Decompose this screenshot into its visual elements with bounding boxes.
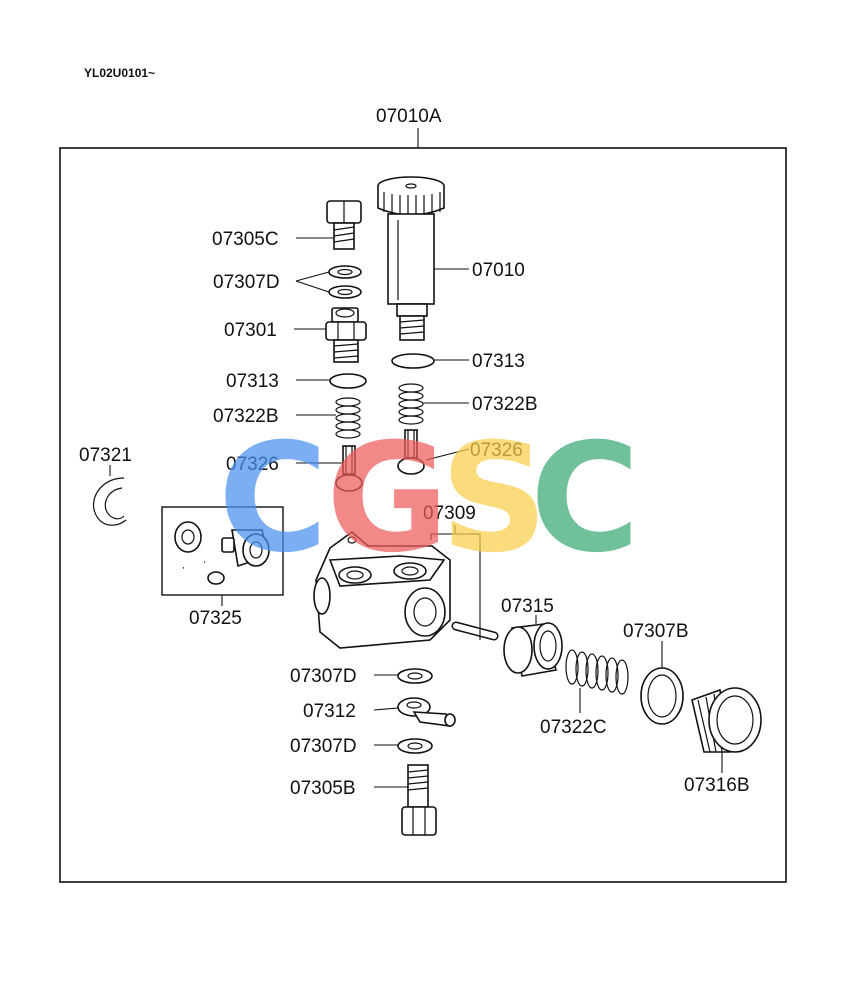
assembly-frame [59,147,787,883]
label-07307b: 07307B [623,621,689,642]
pin-drawing [451,621,499,641]
banjo-07312-drawing [397,697,456,727]
label-07301: 07301 [224,320,277,341]
watermark-letter-1: C [218,412,328,586]
watermark-letter-2: G [326,412,449,586]
label-07305b: 07305B [290,778,356,799]
spring-07322c-drawing [565,649,629,695]
spring-07322b-left-drawing [335,397,361,439]
oring-07313-right-drawing [391,353,435,369]
label-07316b: 07316B [684,775,750,796]
assembly-label: 07010A [376,106,442,127]
snap-ring-07321-drawing [92,477,127,526]
label-07326-right: 07326 [470,440,523,461]
oring-07313-left-drawing [329,373,367,389]
label-07326-left: 07326 [226,454,279,475]
label-07322c: 07322C [540,717,607,738]
label-07325: 07325 [189,608,242,629]
plug-07316b-drawing [691,687,762,753]
sleeve-07315-drawing [503,622,563,677]
label-07313-left: 07313 [226,371,279,392]
gasket-07307b-drawing [640,667,684,725]
label-07307d-mid: 07307D [290,666,357,687]
spring-07322b-right-drawing [398,383,424,425]
label-07010: 07010 [472,260,525,281]
housing-07309-drawing [313,530,451,649]
label-07305c: 07305C [212,229,279,250]
valve-07326-right-drawing [397,429,425,475]
label-07321: 07321 [79,445,132,466]
leader-lines [109,237,723,788]
watermark-logo: C G S C [218,412,640,586]
label-07312: 07312 [303,701,356,722]
watermark-letter-3: S [440,412,548,586]
watermark-letter-4: C [530,412,640,586]
label-07307d-low: 07307D [290,736,357,757]
bolt-07305c-drawing [326,200,362,250]
label-07307d-top: 07307D [213,272,280,293]
label-07313-right: 07313 [472,351,525,372]
priming-pump-07010-drawing [377,176,445,341]
kit-07325-drawing [161,506,284,596]
washer-07307d-low-drawing [397,738,433,754]
label-07315: 07315 [501,596,554,617]
label-07322b-left: 07322B [213,406,279,427]
document-code: YL02U0101~ [84,66,155,80]
label-07322b-right: 07322B [472,394,538,415]
label-07309: 07309 [423,503,476,524]
valve-07326-left-drawing [335,445,363,492]
washer-07307d-mid-drawing [397,668,433,684]
fitting-07301-drawing [325,307,367,363]
bolt-07305b-drawing [401,764,437,836]
washers-07307d-top-drawing [328,265,362,299]
